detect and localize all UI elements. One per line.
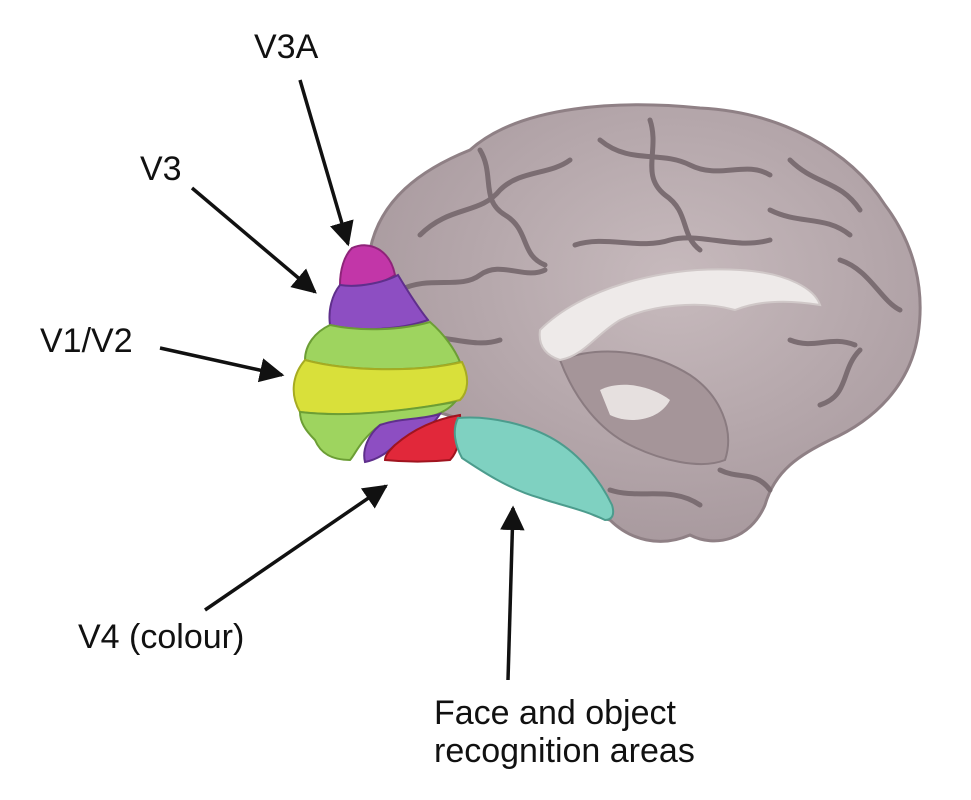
area-v3-upper — [328, 273, 430, 331]
area-v1v2-upper — [303, 320, 462, 371]
label-face-object: Face and object recognition areas — [434, 694, 695, 770]
arrow-v3 — [190, 186, 317, 294]
cortex — [368, 103, 922, 543]
label-v3a: V3A — [254, 28, 319, 66]
label-v3: V3 — [140, 150, 182, 188]
area-face-object — [453, 416, 615, 522]
area-v1v2-core — [292, 358, 468, 416]
label-face-line1: Face and object — [434, 694, 676, 732]
fornix — [600, 384, 670, 420]
arrow-face — [500, 505, 525, 681]
arrows — [159, 79, 525, 681]
label-v1v2: V1/V2 — [40, 322, 133, 360]
corpus-callosum — [538, 268, 822, 362]
arrow-v1v2 — [159, 346, 285, 383]
arrow-v4 — [204, 484, 389, 612]
label-v4: V4 (colour) — [78, 618, 245, 656]
arrow-v3a — [298, 79, 354, 247]
area-v4 — [383, 413, 462, 463]
label-face-line2: recognition areas — [434, 732, 695, 771]
